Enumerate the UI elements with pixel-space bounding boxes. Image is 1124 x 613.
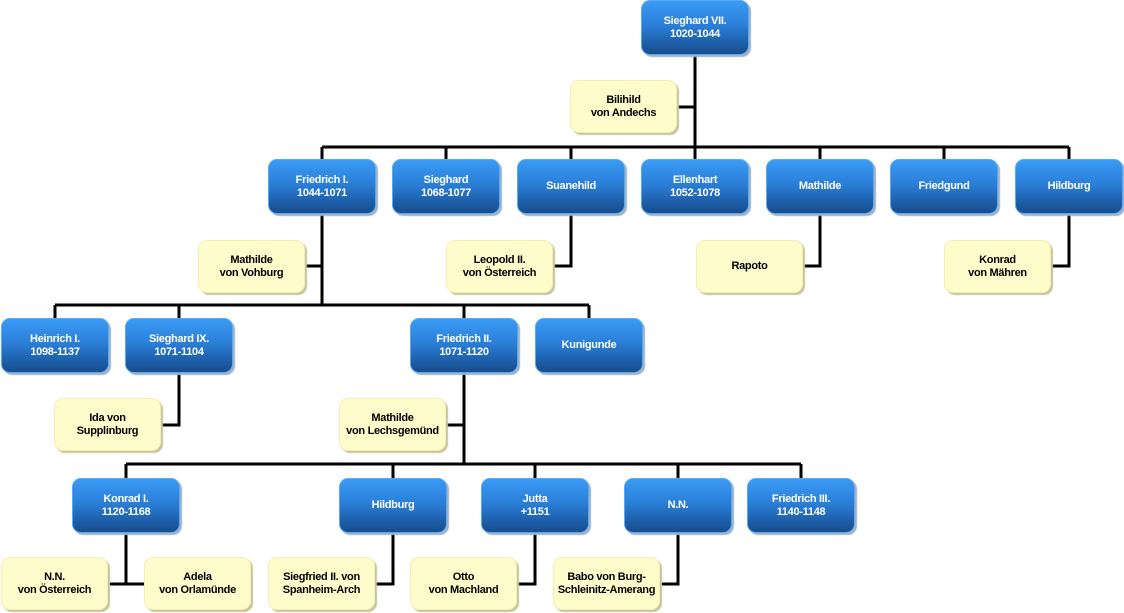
spouse-origin: von Österreich [462, 266, 537, 279]
person-dates: 1140-1148 [776, 505, 826, 518]
spouse-origin: von Österreich [17, 583, 92, 596]
person-name: Friedgund [918, 180, 970, 192]
spouse-name: Konrad [979, 253, 1016, 266]
person-name: Mathilde [798, 180, 842, 192]
person-name: Sieghard VII. [663, 14, 727, 27]
connector [124, 462, 803, 478]
spouse-origin: Supplinburg [76, 424, 139, 437]
spouse-name: Adela [183, 570, 212, 583]
connector [53, 303, 591, 318]
connector [161, 373, 466, 464]
person-name: Friedrich II. [436, 332, 492, 345]
spouse-origin: von Mähren [968, 266, 1027, 279]
person-dates: 1052-1078 [670, 186, 720, 199]
person-jutta[interactable]: Jutta+1151 [481, 478, 589, 533]
person-suanehild[interactable]: Suanehild [517, 159, 625, 214]
spouse-name: Mathilde [371, 411, 414, 424]
spouse-rapoto[interactable]: Rapoto [696, 240, 803, 293]
person-sieghard-vii[interactable]: Sieghard VII.1020-1044 [641, 0, 749, 55]
person-name: Sieghard [423, 173, 469, 186]
spouse-origin: von Andechs [590, 106, 657, 119]
spouse-name: Mathilde [230, 253, 273, 266]
spouse-name: Ida von [89, 411, 126, 424]
spouse-name: Rapoto [731, 260, 768, 272]
spouse-name: Otto [452, 570, 475, 583]
connector [320, 55, 1071, 159]
person-name: Friedrich III. [771, 492, 831, 505]
person-konrad-i[interactable]: Konrad I.1120-1168 [72, 478, 180, 533]
person-name: N.N. [667, 499, 689, 511]
person-dates: 1044-1071 [297, 186, 347, 199]
spouse-name: Leopold II. [473, 253, 526, 266]
person-dates: 1120-1168 [101, 505, 151, 518]
spouse-origin: von Orlamünde [159, 583, 236, 596]
person-name: Suanehild [546, 180, 596, 192]
person-name: Jutta [522, 492, 548, 505]
person-name: Hildburg [1047, 180, 1091, 192]
person-name: Friedrich I. [295, 173, 349, 186]
person-name: Kunigunde [561, 339, 617, 351]
person-dates: 1068-1077 [421, 186, 471, 199]
spouse-origin: von Lechsgemünd [346, 424, 439, 437]
person-name: Heinrich I. [30, 332, 80, 345]
spouse-origin: von Vohburg [219, 266, 284, 279]
spouse-babo-von-burg-schleinitz[interactable]: Babo von Burg-Schleinitz-Amerang [553, 557, 660, 610]
spouse-origin: Spanheim-Arch [282, 583, 361, 596]
person-hildburg-2[interactable]: Hildburg [339, 478, 447, 533]
spouse-origin: Schleinitz-Amerang [557, 583, 656, 596]
person-name: Hildburg [371, 499, 415, 511]
connector [108, 532, 680, 586]
person-heinrich-i[interactable]: Heinrich I.1098-1137 [1, 318, 109, 373]
person-dates: +1151 [520, 505, 550, 518]
person-kunigunde[interactable]: Kunigunde [535, 318, 643, 373]
person-mathilde[interactable]: Mathilde [766, 159, 874, 214]
person-dates: 1071-1104 [154, 345, 204, 358]
person-name: Konrad I. [103, 492, 149, 505]
person-friedgund[interactable]: Friedgund [890, 159, 998, 214]
person-friedrich-ii[interactable]: Friedrich II.1071-1120 [410, 318, 518, 373]
spouse-origin: von Machland [428, 583, 499, 596]
person-name: Ellenhart [672, 173, 718, 186]
person-sieghard-ix[interactable]: Sieghard IX.1071-1104 [125, 318, 233, 373]
spouse-nn-von-oesterreich[interactable]: N.N.von Österreich [1, 557, 108, 610]
connector [305, 214, 1071, 305]
person-friedrich-iii[interactable]: Friedrich III.1140-1148 [747, 478, 855, 533]
person-dates: 1098-1137 [30, 345, 80, 358]
person-dates: 1071-1120 [439, 345, 489, 358]
person-name: Sieghard IX. [149, 332, 209, 345]
spouse-name: Bilihild [606, 93, 641, 106]
spouse-name: N.N. [44, 570, 65, 583]
spouse-leopold-ii[interactable]: Leopold II.von Österreich [446, 240, 553, 293]
spouse-name: Babo von Burg- [567, 570, 646, 583]
person-hildburg[interactable]: Hildburg [1015, 159, 1123, 214]
person-dates: 1020-1044 [670, 27, 720, 40]
person-friedrich-i[interactable]: Friedrich I.1044-1071 [268, 159, 376, 214]
spouse-name: Siegfried II. von [283, 570, 360, 583]
person-nn[interactable]: N.N. [624, 478, 732, 533]
